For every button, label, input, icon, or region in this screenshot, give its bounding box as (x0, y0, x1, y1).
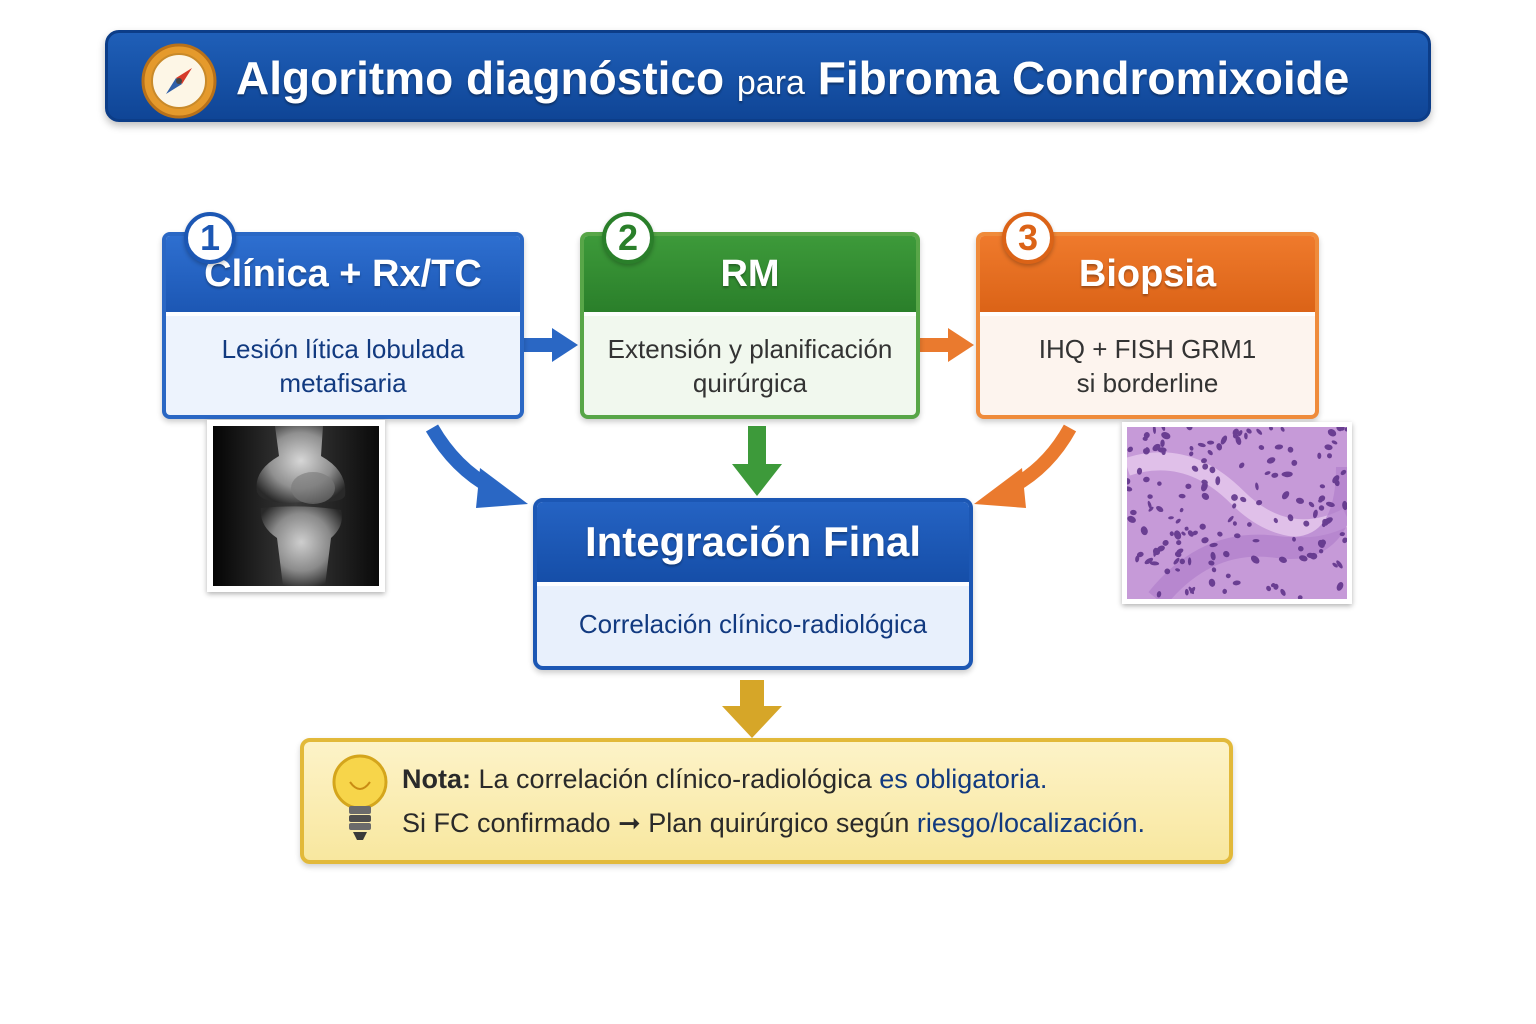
arrow-step1-to-final (425, 424, 528, 508)
histology-image (1122, 422, 1358, 607)
final-title: Integración Final (537, 502, 969, 582)
note-box (300, 738, 1233, 864)
note-text-2a: Si FC confirmado (402, 808, 611, 838)
step-card-3: Biopsia IHQ + FISH GRM1 si borderline (976, 232, 1319, 419)
step-3-body: IHQ + FISH GRM1 si borderline (980, 316, 1315, 415)
note-arrow-glyph: ➞ (618, 808, 641, 838)
step-2-body: Extensión y planificación quirúrgica (584, 316, 916, 415)
arrow-step2-to-final (732, 426, 782, 496)
lightbulb-icon (332, 754, 388, 840)
title-part-2: para (736, 64, 805, 102)
step-1-body: Lesión lítica lobulada metafisaria (166, 316, 520, 415)
note-text-1a: La correlación clínico-radiológica (478, 764, 872, 794)
step-card-2: RM Extensión y planificación quirúrgica (580, 232, 920, 419)
arrow-step3-to-final (974, 424, 1077, 508)
step-3-line-1: IHQ + FISH GRM1 (1038, 333, 1257, 364)
title-part-3: Fibroma Condromixoide (817, 52, 1350, 104)
title-banner (105, 30, 1431, 122)
step-1-line-1: Lesión lítica lobulada (221, 333, 465, 364)
compass-icon (141, 43, 217, 119)
final-integration-card: Integración Final Correlación clínico-ra… (533, 498, 973, 670)
step-2-line-2: quirúrgica (692, 367, 808, 398)
note-line-2: Si FC confirmado ➞ Plan quirúrgico según… (402, 808, 1145, 839)
step-1-number-badge: 1 (184, 212, 236, 264)
note-line-1: Nota: La correlación clínico-radiológica… (402, 764, 1047, 795)
step-3-line-2: si borderline (1076, 367, 1219, 398)
step-2-number-badge: 2 (602, 212, 654, 264)
page-title: Algoritmo diagnóstico para Fibroma Condr… (236, 48, 1349, 108)
arrow-step2-to-step3 (920, 328, 974, 362)
title-part-1: Algoritmo diagnóstico (236, 52, 725, 104)
note-label: Nota: (402, 764, 471, 794)
note-text-1b: es obligatoria. (879, 764, 1048, 794)
note-text-2c: riesgo/localización. (916, 808, 1146, 838)
arrow-step1-to-step2 (524, 328, 578, 362)
arrow-final-to-note (722, 680, 782, 738)
final-subtitle: Correlación clínico-radiológica (578, 608, 928, 639)
step-2-line-1: Extensión y planificación (607, 333, 893, 364)
radiograph-image (207, 420, 385, 592)
step-3-number-badge: 3 (1002, 212, 1054, 264)
note-text-2b: Plan quirúrgico según (648, 808, 910, 838)
step-1-line-2: metafisaria (279, 367, 407, 398)
